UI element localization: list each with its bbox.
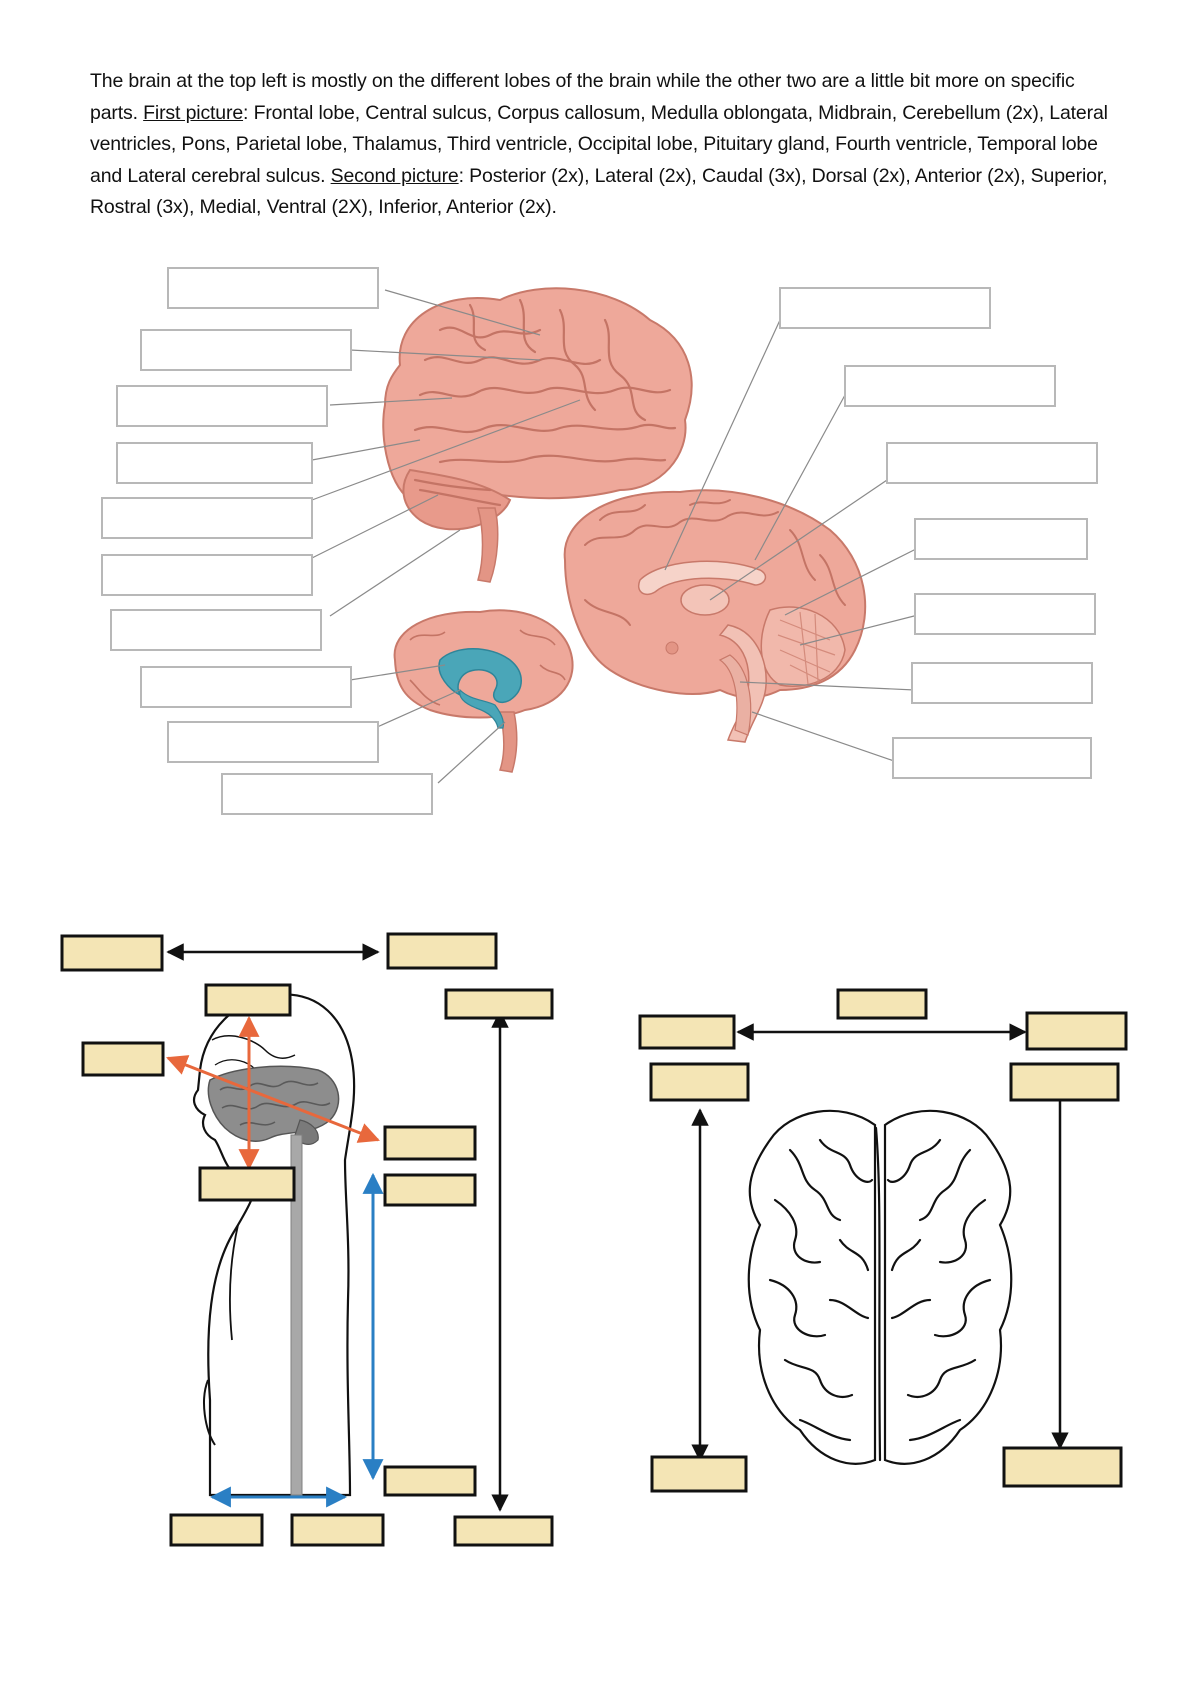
rostral-caudal-brain-arrow (166, 1055, 380, 1143)
answer-box-a8[interactable] (383, 1173, 477, 1207)
answer-box-a7[interactable] (198, 1166, 296, 1202)
brain-anatomy-diagram (101, 267, 1098, 815)
answer-box-a10[interactable] (169, 1513, 264, 1547)
answer-box-b6[interactable] (650, 1455, 748, 1493)
intro-text-3: : Posterior (2x), Lateral (2x), Caudal (… (90, 164, 1108, 219)
sagittal-human-figure (192, 993, 356, 1497)
first-picture-label: First picture (143, 101, 244, 124)
lateral-brain-illustration (382, 287, 693, 583)
second-picture-label: Second picture (330, 164, 459, 187)
midsagittal-brain-illustration (563, 489, 867, 743)
label-box-right-5[interactable] (914, 593, 1096, 635)
answer-box-a5[interactable] (81, 1041, 165, 1077)
answer-box-a2[interactable] (386, 932, 498, 970)
answer-box-a4[interactable] (444, 988, 554, 1020)
answer-box-a6[interactable] (383, 1125, 477, 1161)
label-box-right-3[interactable] (886, 442, 1098, 484)
superior-view-brain (747, 1109, 1013, 1465)
intro-paragraph: The brain at the top left is mostly on t… (90, 66, 1110, 224)
label-box-left-1[interactable] (167, 267, 379, 309)
answer-box-b1[interactable] (836, 988, 928, 1020)
label-box-right-2[interactable] (844, 365, 1056, 407)
answer-box-a11[interactable] (290, 1513, 385, 1547)
label-box-right-4[interactable] (914, 518, 1088, 560)
left-answer-boxes (60, 932, 554, 1547)
intro-text-2: : Frontal lobe, Central sulcus, Corpus c… (90, 101, 1108, 187)
answer-box-b7[interactable] (1002, 1446, 1123, 1488)
label-box-left-8[interactable] (140, 666, 352, 708)
label-box-right-7[interactable] (892, 737, 1092, 779)
label-box-left-4[interactable] (116, 442, 313, 484)
answer-box-b5[interactable] (1009, 1062, 1120, 1102)
right-leader-lines (664, 319, 919, 763)
right-label-boxes (779, 287, 1098, 779)
answer-box-a12[interactable] (453, 1515, 554, 1547)
label-box-left-6[interactable] (101, 554, 313, 596)
answer-box-b2[interactable] (638, 1014, 736, 1050)
label-box-left-5[interactable] (101, 497, 313, 539)
left-label-boxes (101, 267, 433, 815)
label-box-left-7[interactable] (110, 609, 322, 651)
label-box-right-1[interactable] (779, 287, 991, 329)
label-box-left-10[interactable] (221, 773, 433, 815)
intro-text-1: The brain at the top left is mostly on t… (90, 70, 1075, 124)
left-leader-lines (311, 289, 581, 784)
right-answer-boxes (638, 988, 1128, 1493)
answer-box-b3[interactable] (1025, 1011, 1128, 1051)
label-box-left-3[interactable] (116, 385, 328, 427)
label-box-left-9[interactable] (167, 721, 379, 763)
label-box-left-2[interactable] (140, 329, 352, 371)
answer-box-a3[interactable] (204, 983, 292, 1017)
ventricles-brain-illustration (393, 609, 574, 773)
answer-box-a1[interactable] (60, 934, 164, 972)
label-box-right-6[interactable] (911, 662, 1093, 704)
answer-box-a9[interactable] (383, 1465, 477, 1497)
answer-box-b4[interactable] (649, 1062, 750, 1102)
